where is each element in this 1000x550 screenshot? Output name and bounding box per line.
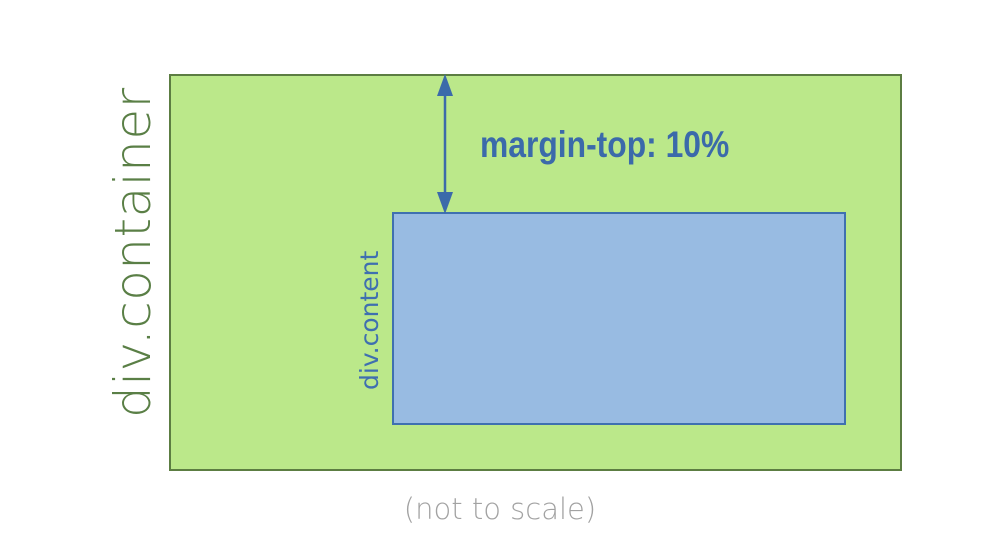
margin-arrow-icon: [437, 74, 453, 214]
margin-arrow-head-bottom: [437, 192, 453, 214]
content-label: div.content: [355, 250, 384, 390]
margin-arrow-head-top: [437, 74, 453, 96]
margin-top-label: margin-top: 10%: [480, 124, 730, 165]
content-box: [392, 212, 846, 425]
container-label: div.container: [104, 87, 162, 418]
scale-note: (not to scale): [403, 492, 597, 526]
